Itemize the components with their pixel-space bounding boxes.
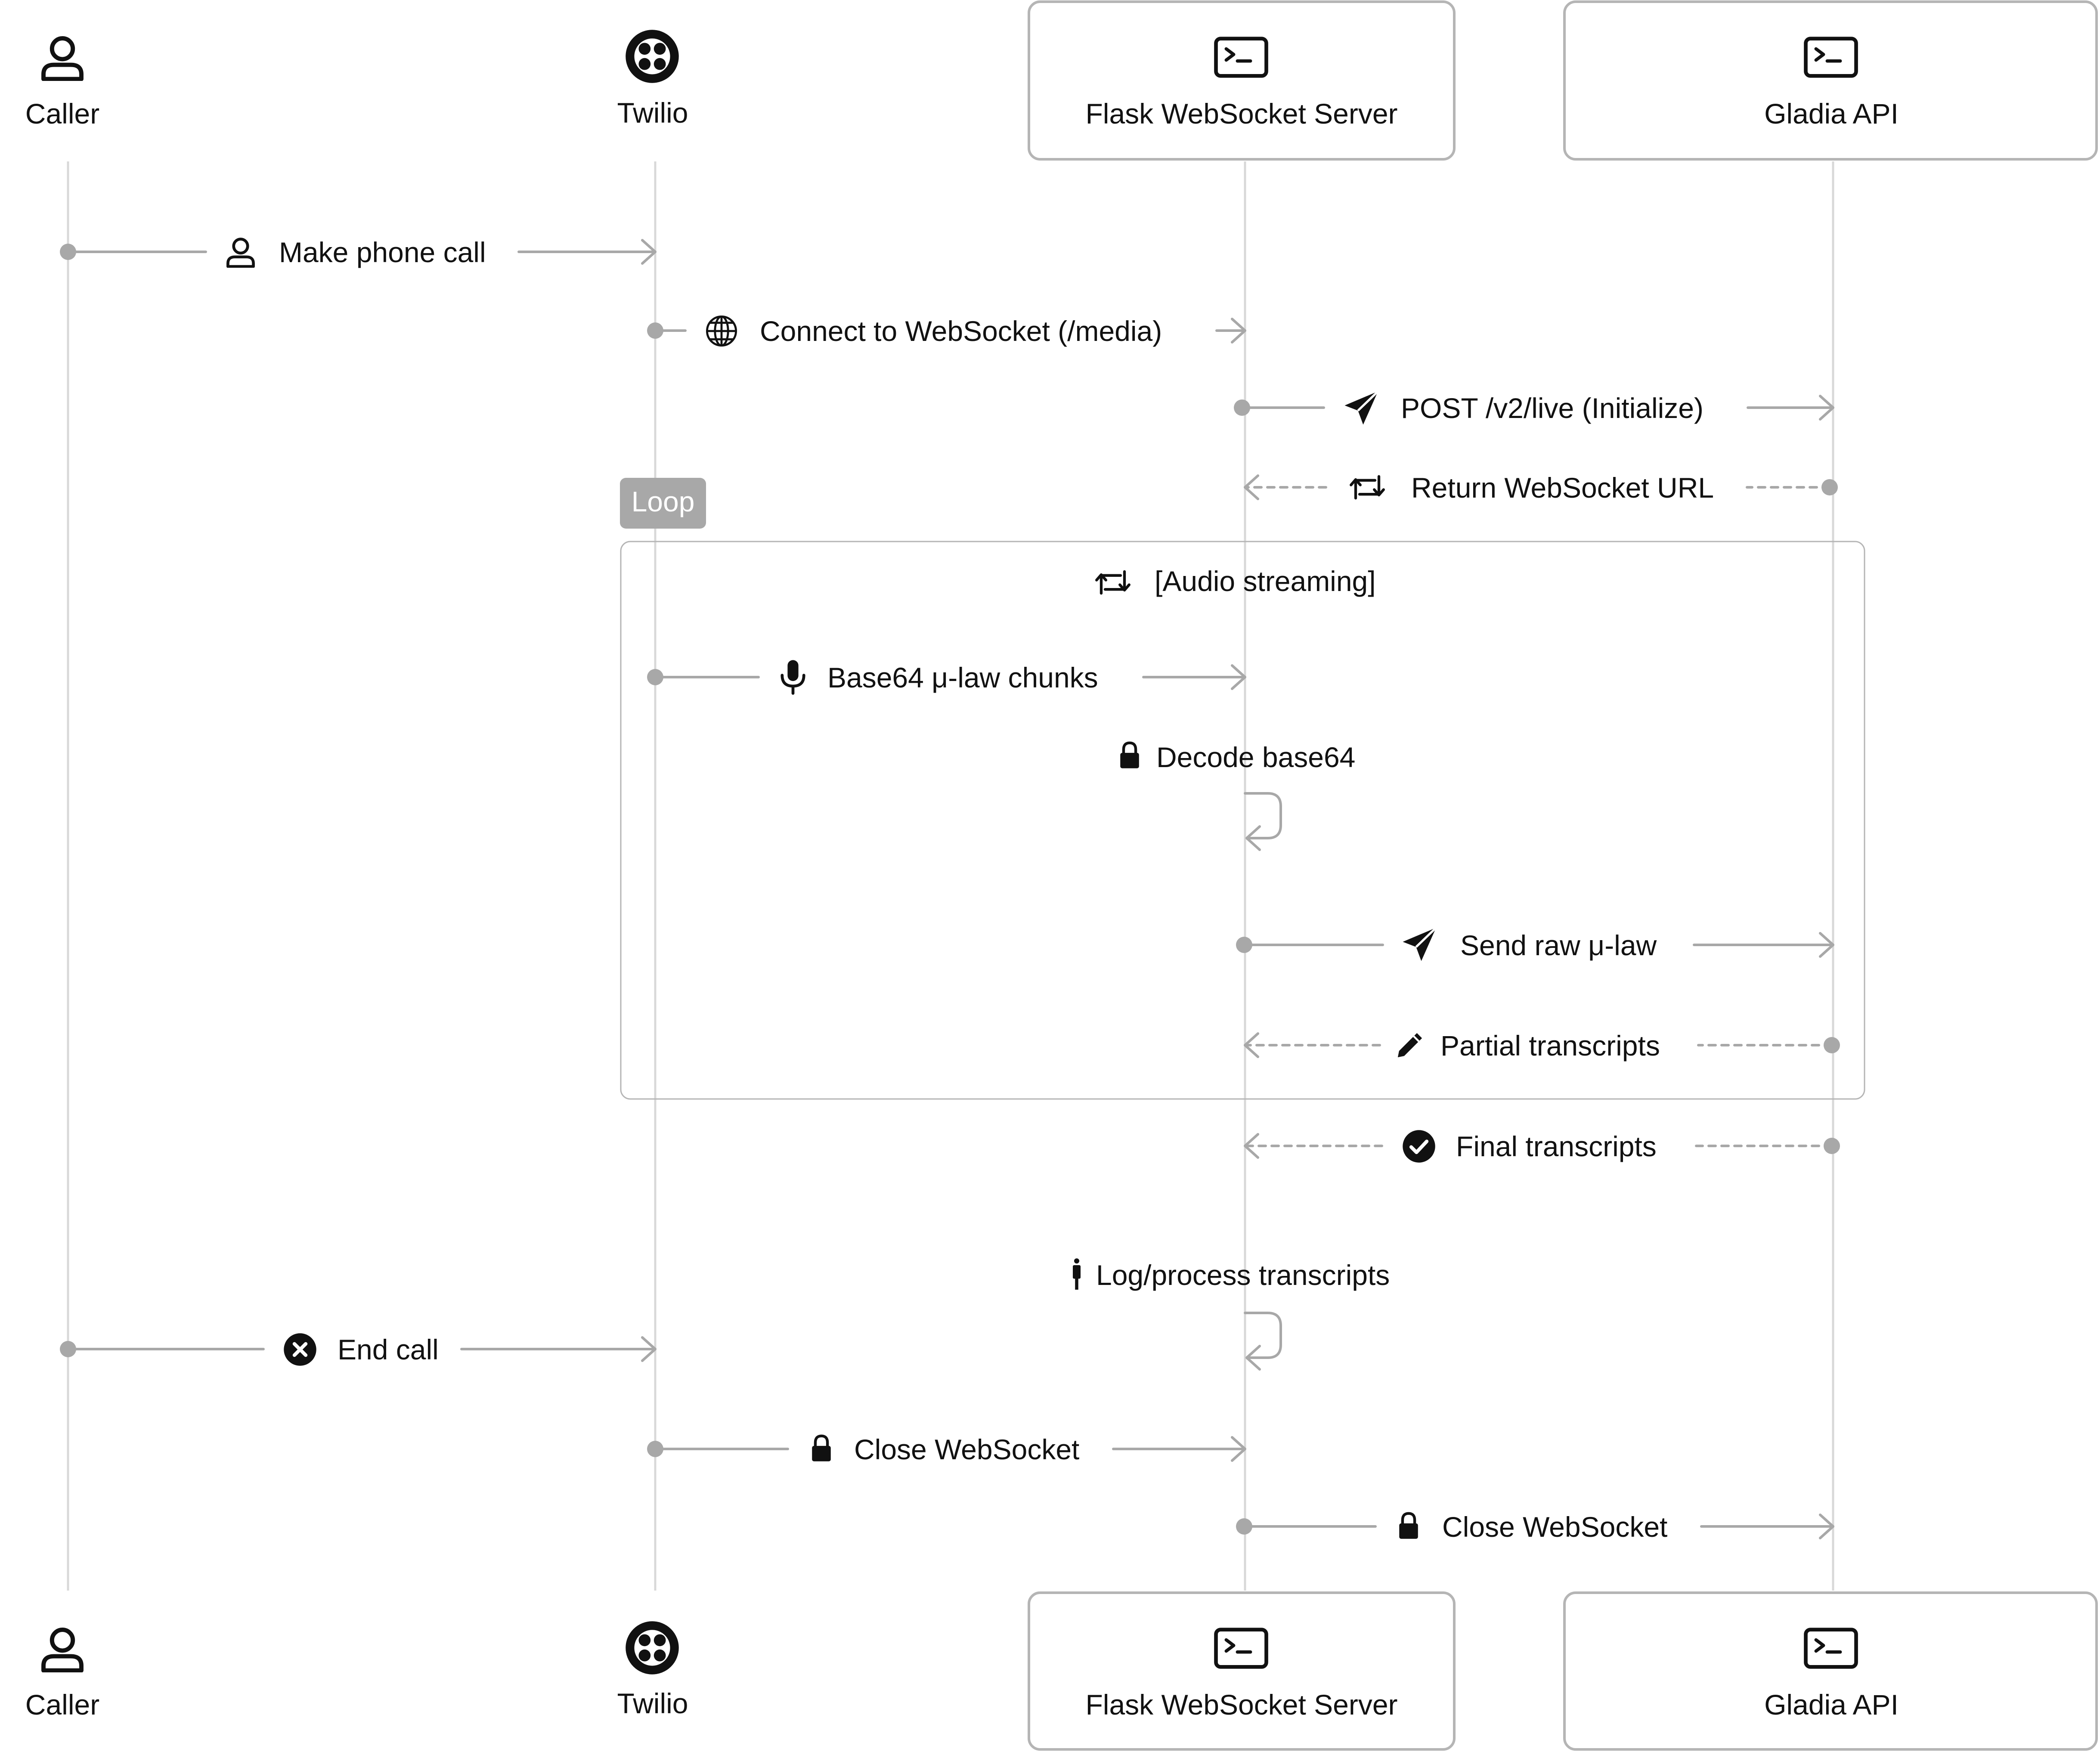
lock-icon [1399, 1514, 1418, 1539]
loop-tag [620, 478, 706, 529]
participant-label: Flask WebSocket Server [1085, 98, 1397, 130]
message-label-return-websocket-url: Return WebSocket URL [1411, 472, 1714, 504]
participant-label: Gladia API [1764, 1689, 1899, 1721]
person-standing-icon [1073, 1258, 1081, 1290]
participant-label: Caller [25, 1689, 99, 1721]
message-connect-websocket [647, 318, 1246, 344]
pencil-icon [1398, 1033, 1422, 1057]
participant-gladia[interactable]: Gladia API [1563, 0, 2098, 161]
twilio-logo-icon [630, 1625, 674, 1670]
message-label-close-websocket-2: Close WebSocket [1442, 1511, 1667, 1543]
check-circle-icon [1403, 1130, 1435, 1162]
person-icon [43, 1630, 81, 1671]
repeat-icon [1096, 572, 1129, 593]
participant-twilio[interactable]: Twilio [617, 34, 688, 129]
send-icon [1344, 391, 1378, 424]
participant-caller[interactable]: Caller [25, 38, 99, 130]
loop-condition: [Audio streaming] [1155, 565, 1376, 597]
message-label-end-call: End call [338, 1334, 439, 1365]
message-send-raw [1236, 932, 1834, 958]
person-icon [228, 239, 253, 266]
message-label-partial-transcripts: Partial transcripts [1440, 1030, 1660, 1062]
person-icon [43, 38, 81, 79]
x-circle-icon [284, 1333, 316, 1365]
participant-box [1563, 1591, 2098, 1751]
message-label-make-phone-call: Make phone call [279, 236, 486, 268]
participants-bottom: Caller Twilio Flask WebSocket Server Gla… [25, 1591, 2098, 1751]
participant-label: Gladia API [1764, 98, 1899, 130]
twilio-logo-icon [630, 34, 674, 78]
message-label-base64-chunks: Base64 μ-law chunks [827, 662, 1098, 693]
self-call-log-process [1244, 1312, 1282, 1371]
participant-flask[interactable]: Flask WebSocket Server [1028, 1591, 1456, 1751]
message-make-phone-call [60, 239, 657, 265]
participants-top: Caller Twilio Flask WebSocket Server Gla… [25, 0, 2098, 161]
lock-icon [1120, 743, 1139, 768]
repeat-icon [1351, 477, 1384, 498]
participant-box [1028, 1591, 1456, 1751]
message-end-call [60, 1336, 657, 1362]
message-label-send-raw: Send raw μ-law [1460, 929, 1657, 961]
loop-tag-label: Loop [632, 486, 695, 517]
message-label-post-v2-live: POST /v2/live (Initialize) [1401, 392, 1704, 424]
message-label-connect-websocket: Connect to WebSocket (/media) [760, 315, 1162, 347]
lock-icon [812, 1436, 831, 1461]
loop-frame: Loop [Audio streaming] [620, 478, 1865, 1100]
participant-box [1563, 0, 2098, 161]
participant-caller[interactable]: Caller [25, 1630, 99, 1721]
message-base64-chunks [647, 664, 1246, 690]
message-final-transcripts [1244, 1133, 1840, 1159]
message-partial-transcripts [1244, 1032, 1840, 1058]
message-label-close-websocket-1: Close WebSocket [854, 1433, 1079, 1465]
send-icon [1403, 928, 1436, 961]
participant-label: Twilio [617, 1687, 688, 1719]
message-label-log-process: Log/process transcripts [1096, 1259, 1390, 1291]
participant-label: Caller [25, 98, 99, 130]
message-label-final-transcripts: Final transcripts [1456, 1130, 1657, 1162]
message-close-websocket-2 [1236, 1514, 1834, 1539]
loop-box [620, 541, 1865, 1100]
microphone-icon [782, 660, 804, 693]
participant-twilio[interactable]: Twilio [617, 1625, 688, 1719]
participant-flask[interactable]: Flask WebSocket Server [1028, 0, 1456, 161]
message-return-websocket-url [1244, 474, 1838, 500]
participant-label: Flask WebSocket Server [1085, 1689, 1397, 1721]
participant-gladia[interactable]: Gladia API [1563, 1591, 2098, 1751]
self-call-decode [1244, 792, 1282, 851]
message-label-decode-base64: Decode base64 [1156, 741, 1355, 773]
message-close-websocket-1 [647, 1436, 1246, 1462]
participant-label: Twilio [617, 97, 688, 129]
message-post-v2-live [1234, 395, 1834, 421]
globe-icon [707, 316, 736, 345]
participant-box [1028, 0, 1456, 161]
lifelines [67, 161, 1834, 1591]
